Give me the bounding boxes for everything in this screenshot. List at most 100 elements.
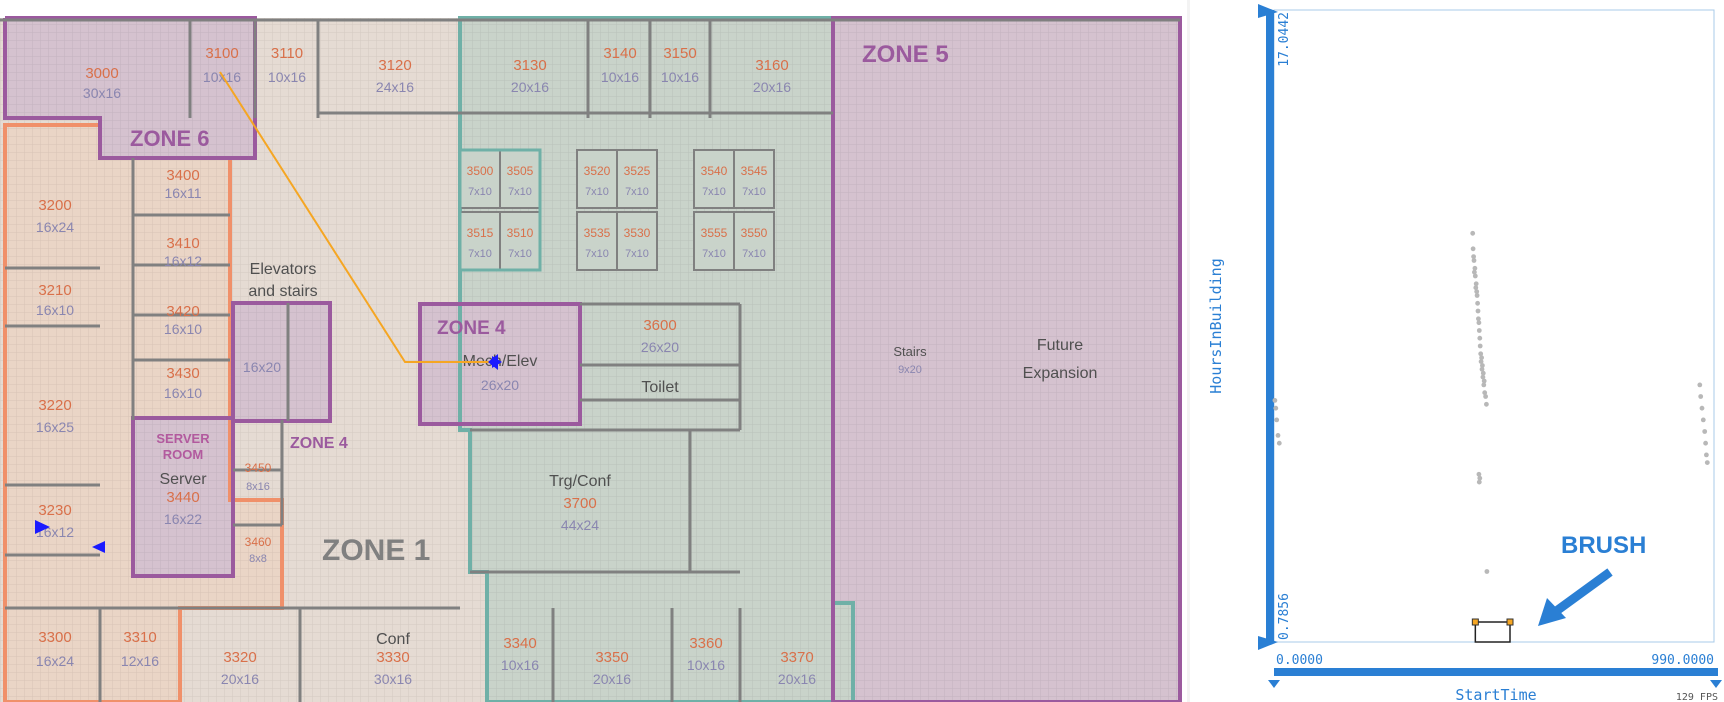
marker-3230-icon[interactable] — [35, 520, 50, 534]
movement-path — [219, 71, 495, 363]
scatter-point — [1699, 405, 1705, 411]
scatter-point — [1473, 281, 1479, 287]
scatterplot-view[interactable]: 17.0442 0.7856 HoursInBuilding 0.0000 99… — [1200, 0, 1724, 702]
room-3520-size: 7x10 — [585, 186, 609, 198]
mech-size-label: 26x20 — [481, 377, 519, 393]
room-3555-size: 7x10 — [702, 248, 726, 260]
room-3350-id: 3350 — [595, 649, 628, 666]
zone5-label: ZONE 5 — [862, 41, 949, 68]
room-3340-id: 3340 — [503, 635, 536, 652]
scatter-point — [1478, 351, 1484, 357]
room-3505-size: 7x10 — [508, 186, 532, 198]
elevator-size-label: 16x20 — [243, 359, 281, 375]
room-3210-id: 3210 — [38, 282, 71, 299]
scatter-point — [1475, 308, 1481, 314]
scatter-point — [1477, 343, 1483, 349]
scatter-point — [1476, 316, 1481, 322]
scatter-point — [1274, 417, 1280, 423]
scatter-points — [1272, 230, 1710, 574]
future-expansion-line2: Expansion — [1023, 365, 1098, 382]
toilet-label: Toilet — [641, 379, 679, 396]
zone5-border — [831, 16, 1182, 702]
brush-selection[interactable] — [1471, 618, 1514, 643]
room-3310-size: 12x16 — [121, 653, 159, 669]
scatter-point — [1472, 265, 1478, 271]
x-axis-title: StartTime — [1455, 686, 1536, 702]
room-3525-size: 7x10 — [625, 186, 649, 198]
scatter-point — [1477, 335, 1483, 341]
x-axis-max-label: 990.0000 — [1651, 653, 1714, 668]
room-3340-size: 10x16 — [501, 657, 539, 673]
location-marker-icon[interactable] — [488, 354, 502, 370]
room-3120-size: 24x16 — [376, 79, 414, 95]
y-axis-bottom-handle-icon[interactable] — [1258, 636, 1278, 650]
room-3535-size: 7x10 — [585, 248, 609, 260]
x-axis-bar[interactable] — [1274, 668, 1718, 676]
scatter-point — [1480, 374, 1486, 380]
room-3120-id: 3120 — [378, 57, 411, 74]
scatter-point — [1479, 355, 1484, 361]
x-axis-right-handle-icon[interactable] — [1710, 680, 1722, 688]
brush-right-handle[interactable] — [1506, 618, 1514, 626]
brush-left-handle[interactable] — [1471, 618, 1479, 626]
scatter-point — [1482, 390, 1488, 396]
room-3000-id: 3000 — [85, 65, 118, 82]
room-3000-size: 30x16 — [83, 85, 121, 101]
room-3505-id: 3505 — [507, 164, 534, 178]
scatter-point — [1480, 363, 1485, 368]
scatter-point — [1484, 569, 1490, 574]
zone1-label: ZONE 1 — [322, 534, 430, 567]
scatter-point — [1474, 293, 1480, 298]
room-3440-id: 3440 — [166, 489, 199, 506]
server-room-label-line1: SERVER — [156, 431, 210, 446]
room-3110-id: 3110 — [271, 45, 303, 62]
room-3110-size: 10x16 — [268, 69, 306, 85]
scatter-point — [1476, 328, 1482, 333]
scatter-point — [1273, 405, 1279, 411]
scatter-point — [1472, 269, 1477, 275]
scatter-point — [1697, 382, 1703, 388]
x-axis-left-handle-icon[interactable] — [1268, 680, 1280, 688]
room-3330-size: 30x16 — [374, 671, 412, 687]
y-axis-top-handle-icon[interactable] — [1258, 4, 1278, 18]
room-3310-id: 3310 — [123, 629, 156, 646]
room-3220-id: 3220 — [38, 397, 71, 414]
scatter-point — [1471, 258, 1477, 263]
scatter-point — [1481, 382, 1487, 388]
room-3410-id: 3410 — [166, 235, 199, 252]
stairs-label: Stairs — [893, 344, 927, 359]
scatter-point — [1484, 401, 1489, 407]
trg-conf-label: Trg/Conf — [549, 473, 611, 490]
floorplan-view[interactable]: 3000 30x16 3100 10x16 3110 10x16 3120 24… — [0, 0, 1190, 702]
room-3230-id: 3230 — [38, 502, 71, 519]
scatter-point — [1703, 440, 1708, 446]
y-axis-bar[interactable] — [1266, 10, 1274, 642]
room-3400-id: 3400 — [166, 167, 199, 184]
scatter-point — [1276, 440, 1282, 446]
room-3520-id: 3520 — [584, 164, 611, 178]
scatter-point — [1471, 254, 1476, 259]
marker-zone2-icon[interactable] — [92, 541, 105, 553]
room-3515-id: 3515 — [467, 226, 494, 240]
room-3600-id: 3600 — [643, 317, 676, 334]
plot-frame — [1273, 9, 1715, 643]
room-3200-id: 3200 — [38, 197, 71, 214]
future-expansion-line1: Future — [1037, 337, 1083, 354]
brush-rect[interactable] — [1474, 621, 1511, 643]
scatter-point — [1272, 398, 1278, 403]
room-3400-size: 16x11 — [164, 185, 201, 201]
room-3535-id: 3535 — [584, 226, 611, 240]
brush-annotation-arrow-icon — [1538, 568, 1613, 626]
room-3320-size: 20x16 — [221, 671, 259, 687]
scatter-point — [1476, 471, 1482, 477]
room-3450-size: 8x16 — [246, 481, 270, 493]
room-3430-id: 3430 — [166, 365, 199, 382]
scatter-point — [1473, 285, 1479, 291]
scatter-point — [1481, 378, 1487, 384]
room-3360-id: 3360 — [689, 635, 722, 652]
room-3370-id: 3370 — [780, 649, 813, 666]
room-3160-size: 20x16 — [753, 79, 791, 95]
brush-annotation-label: BRUSH — [1561, 532, 1646, 559]
room-3300-id: 3300 — [38, 629, 71, 646]
room-3410-size: 16x12 — [164, 253, 202, 269]
